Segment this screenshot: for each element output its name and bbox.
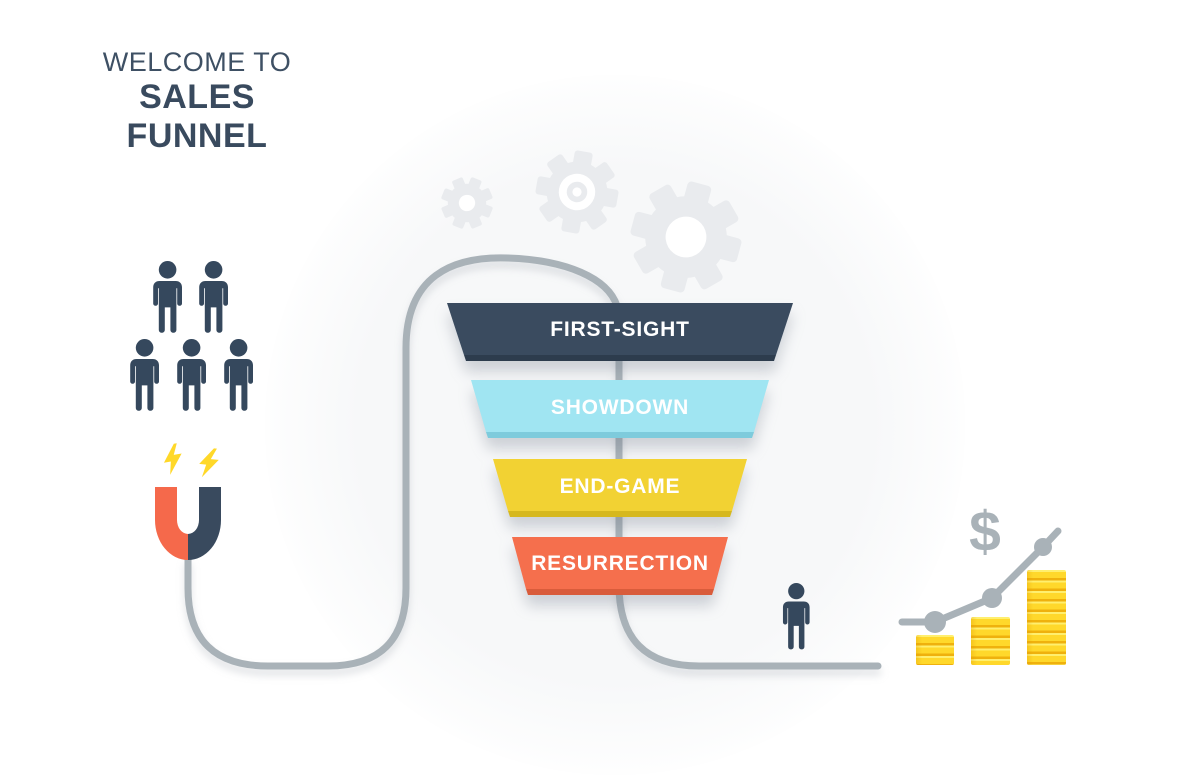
person-icon: [153, 261, 182, 333]
magnet-icon: [155, 487, 221, 560]
funnel-stage-first-sight: [447, 303, 793, 355]
funnel-label-resurrection: RESURRECTION: [531, 552, 709, 575]
gear-medium-icon: [529, 144, 625, 240]
page-title-kicker: WELCOME TO: [102, 47, 292, 77]
page-title: SALES FUNNEL: [126, 78, 268, 156]
trend-point: [924, 611, 946, 633]
lightning-bolts: [163, 443, 219, 478]
trend-point: [982, 588, 1002, 608]
funnel-stage-resurrection: [512, 537, 728, 589]
lightning-icon: [199, 448, 219, 478]
gears-background: [433, 144, 754, 305]
funnel-stage-showdown: [471, 380, 769, 432]
lightning-icon: [163, 443, 182, 475]
growth-trend-line: [898, 527, 1062, 633]
funnel-label-end-game: END-GAME: [559, 475, 681, 498]
person-icon: [130, 339, 159, 411]
coin-stack-small: [916, 635, 954, 665]
funnel-stage-resurrection-edge: [526, 589, 714, 595]
person-icon: [177, 339, 206, 411]
person-icon: [199, 261, 228, 333]
funnel-stage-end-game: [493, 459, 747, 511]
funnel-stage-end-game-edge: [508, 511, 732, 517]
audience-group: [130, 261, 253, 411]
funnel-label-showdown: SHOWDOWN: [550, 396, 690, 419]
funnel-stage-showdown-edge: [486, 432, 754, 438]
flow-path: [184, 254, 882, 670]
gear-small-icon: [433, 169, 501, 237]
coin-stack-medium: [971, 617, 1010, 665]
person-icon: [224, 339, 253, 411]
funnel: [447, 303, 793, 595]
trend-point: [1034, 538, 1052, 556]
customer-icon: [782, 583, 810, 650]
dollar-sign-icon: $: [969, 500, 1001, 564]
funnel-stage-first-sight-edge: [464, 355, 776, 361]
title-block: WELCOME TO SALES FUNNEL: [68, 46, 326, 157]
gear-large-icon: [618, 169, 754, 305]
coin-stack-large: [1027, 570, 1066, 665]
funnel-label-first-sight: FIRST-SIGHT: [550, 318, 690, 341]
